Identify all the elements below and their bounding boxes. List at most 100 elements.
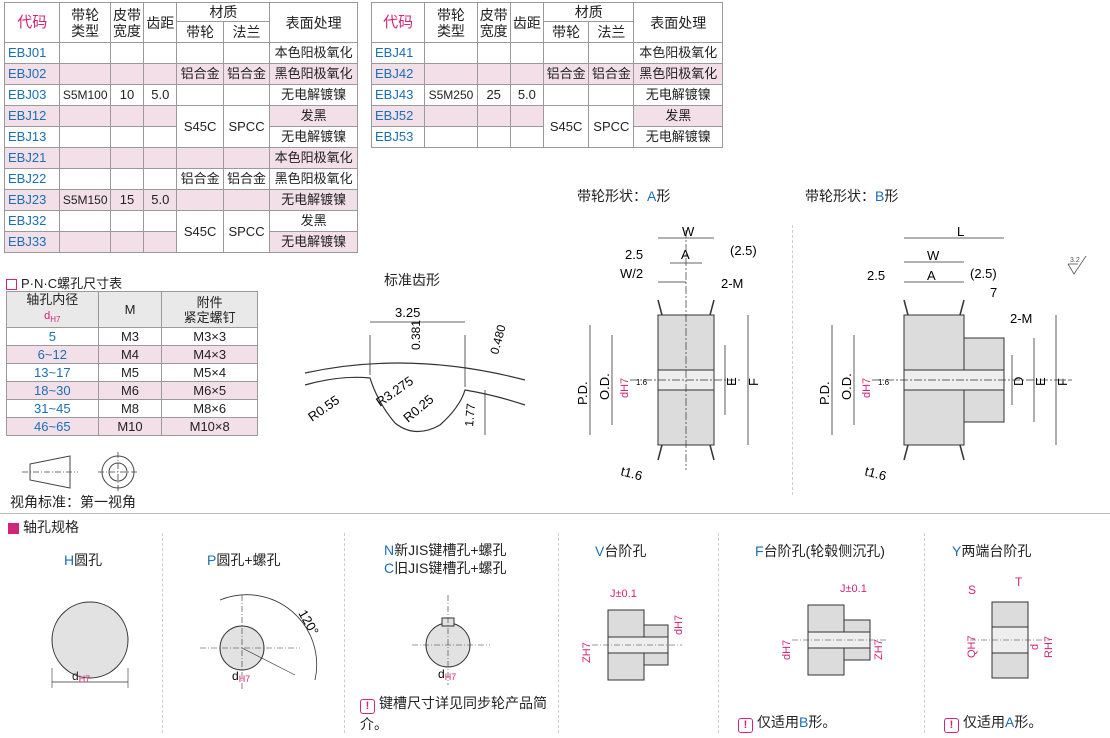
pnc-m: M10 — [97, 417, 163, 437]
svg-text:O.D.: O.D. — [597, 373, 612, 400]
bore-y-diagram: S T QH7 d RH7 — [966, 575, 1055, 679]
pitch-cell: 5.0 — [143, 84, 178, 106]
mat-flange: 铝合金 — [222, 168, 271, 190]
svg-text:120°: 120° — [295, 607, 321, 638]
svg-text:E: E — [1033, 377, 1048, 386]
mat-flange: SPCC — [588, 105, 635, 148]
pnc-screw: M10×8 — [161, 417, 258, 437]
width-cell: 10 — [109, 84, 145, 106]
surface-cell: 黑色阳极氧化 — [269, 63, 358, 85]
view-standard: 视角标准：第一视角 — [10, 494, 136, 510]
svg-text:d: d — [1029, 644, 1041, 650]
code-cell: EBJ21 — [3, 147, 61, 169]
section-divider — [0, 513, 1110, 514]
svg-text:2-M: 2-M — [721, 276, 743, 291]
hdr-material: 材质 — [176, 2, 271, 22]
pnc-title: P·N·C螺孔尺寸表 — [6, 273, 122, 292]
width-cell: 25 — [476, 84, 511, 106]
svg-text:F: F — [1055, 378, 1070, 386]
svg-text:O.D.: O.D. — [839, 373, 854, 400]
code-cell: EBJ43 — [370, 84, 426, 106]
pnc-m: M4 — [97, 345, 163, 365]
hdr-pulley: 带轮 — [542, 21, 590, 43]
bullet-square-icon — [8, 522, 19, 534]
code-cell: EBJ33 — [3, 231, 61, 253]
hdr-type: 带轮类型 — [59, 2, 111, 43]
surface-cell: 无电解镀镍 — [633, 84, 723, 106]
mat-pulley: S45C — [176, 105, 224, 148]
svg-text:W: W — [682, 224, 695, 239]
bore-h-diagram: dH7 — [51, 601, 129, 688]
bullet-square-icon — [6, 279, 17, 291]
bore-f-title: F台阶孔(轮毂侧沉孔) — [755, 543, 885, 559]
surface-cell: 无电解镀镍 — [269, 189, 358, 211]
svg-text:3.2: 3.2 — [1070, 257, 1080, 264]
mat-pulley: 铝合金 — [542, 63, 590, 85]
shape-b-diagram: L W A 2.5 (2.5) 7 2-M P.D. O.D. dH7 D E … — [817, 224, 1072, 484]
pnc-hdr-m: M — [97, 290, 163, 329]
shape-a-diagram: W A 2.5 (2.5) W/2 2-M P.D. O.D. dH7 E F … — [575, 224, 761, 484]
pnc-bore: 13~17 — [6, 363, 99, 383]
svg-text:QH7: QH7 — [966, 635, 978, 658]
bore-h-title: H圆孔 — [64, 552, 103, 568]
bore-y-note: !仅适用A形。 — [944, 712, 1042, 733]
mat-pulley: S45C — [542, 105, 590, 148]
svg-text:1.77: 1.77 — [462, 402, 478, 427]
hdr-type: 带轮类型 — [424, 2, 478, 43]
svg-text:t1.6: t1.6 — [619, 463, 644, 483]
svg-text:ZH7: ZH7 — [873, 639, 885, 660]
bore-p-title: P圆孔+螺孔 — [207, 552, 281, 568]
svg-text:ZH7: ZH7 — [581, 642, 593, 663]
type-cell: S5M150 — [59, 189, 111, 211]
svg-text:F: F — [746, 378, 761, 386]
bore-y-title: Y两端台阶孔 — [952, 543, 1032, 559]
hdr-material: 材质 — [542, 2, 635, 22]
svg-text:J±0.1: J±0.1 — [840, 583, 867, 595]
type-cell: S5M100 — [59, 84, 111, 106]
svg-text:dH7: dH7 — [438, 667, 456, 682]
first-angle-projection-icon — [22, 452, 138, 492]
pnc-screw: M6×5 — [161, 381, 258, 401]
svg-text:E: E — [724, 377, 739, 386]
bore-v-title: V台阶孔 — [595, 543, 647, 559]
bore-f-note: !仅适用B形。 — [738, 712, 836, 733]
pnc-bore: 46~65 — [6, 417, 99, 437]
bore-nc-diagram: dH7 — [412, 595, 490, 685]
pitch-cell: 5.0 — [509, 84, 544, 106]
pnc-screw: M3×3 — [161, 327, 258, 347]
hdr-pulley: 带轮 — [176, 21, 224, 43]
dim-325: 3.25 — [395, 305, 420, 320]
type-cell: S5M250 — [424, 84, 478, 106]
mat-flange: SPCC — [222, 105, 271, 148]
surface-cell: 本色阳极氧化 — [269, 147, 358, 169]
svg-text:t1.6: t1.6 — [863, 463, 888, 483]
svg-text:P.D.: P.D. — [817, 381, 832, 405]
hdr-code: 代码 — [370, 2, 426, 43]
vertical-divider — [792, 225, 793, 495]
tooth-title: 标准齿形 — [384, 272, 440, 288]
shape-b-title: 带轮形状：B形 — [805, 188, 899, 204]
hdr-pitch: 齿距 — [143, 2, 178, 43]
svg-text:dH7: dH7 — [232, 669, 250, 684]
svg-text:R0.25: R0.25 — [400, 392, 436, 426]
code-cell: EBJ22 — [3, 168, 61, 190]
hdr-flange: 法兰 — [588, 21, 635, 43]
pnc-bore: 6~12 — [6, 345, 99, 365]
svg-text:(2.5): (2.5) — [730, 243, 757, 258]
pitch-cell: 5.0 — [143, 189, 178, 211]
surface-roughness-icon: 3.2 — [1067, 255, 1087, 275]
svg-text:7: 7 — [990, 285, 997, 300]
hdr-surface: 表面处理 — [269, 2, 358, 43]
hdr-surface: 表面处理 — [633, 2, 723, 43]
svg-text:L: L — [957, 224, 964, 239]
code-cell: EBJ32 — [3, 210, 61, 232]
svg-text:2-M: 2-M — [1010, 311, 1032, 326]
warning-icon: ! — [944, 718, 959, 733]
pnc-m: M5 — [97, 363, 163, 383]
pnc-m: M6 — [97, 381, 163, 401]
svg-text:S: S — [968, 583, 976, 597]
svg-text:A: A — [927, 268, 936, 283]
svg-text:0.381: 0.381 — [409, 320, 423, 350]
code-cell: EBJ01 — [3, 42, 61, 64]
